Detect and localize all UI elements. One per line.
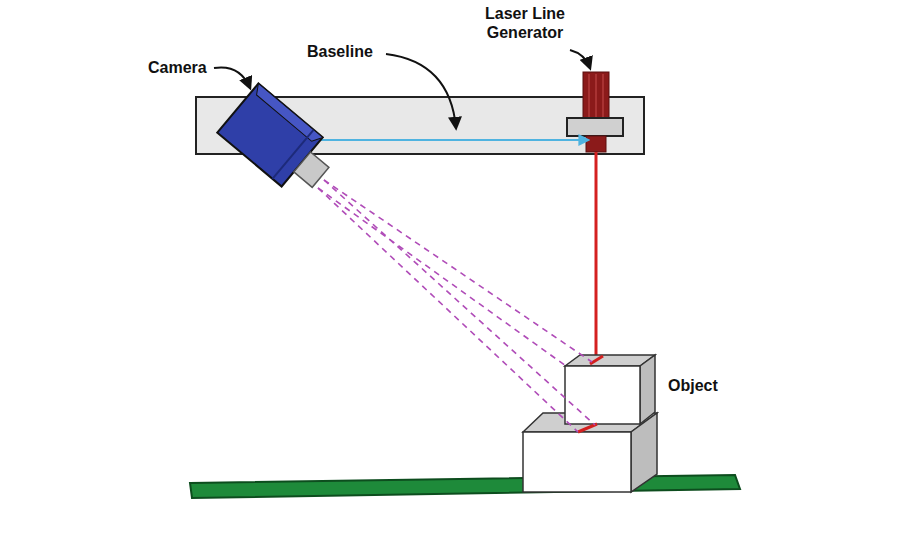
part-label: Camera bbox=[148, 58, 207, 77]
object-upper-block bbox=[565, 355, 655, 424]
camera-body bbox=[217, 83, 341, 201]
part-label: Baseline bbox=[307, 42, 373, 61]
platform bbox=[190, 475, 740, 498]
camera-view-rays bbox=[318, 180, 595, 432]
laser-beam bbox=[595, 152, 598, 360]
part-label: Laser Line Generator bbox=[466, 4, 584, 42]
leader-line bbox=[386, 54, 456, 128]
object-lower-block bbox=[523, 413, 657, 492]
leader-line bbox=[214, 67, 250, 88]
laser-mark bbox=[590, 356, 603, 364]
camera-lens bbox=[294, 152, 329, 187]
leader-line bbox=[570, 50, 590, 68]
part-label: Object bbox=[668, 376, 718, 395]
